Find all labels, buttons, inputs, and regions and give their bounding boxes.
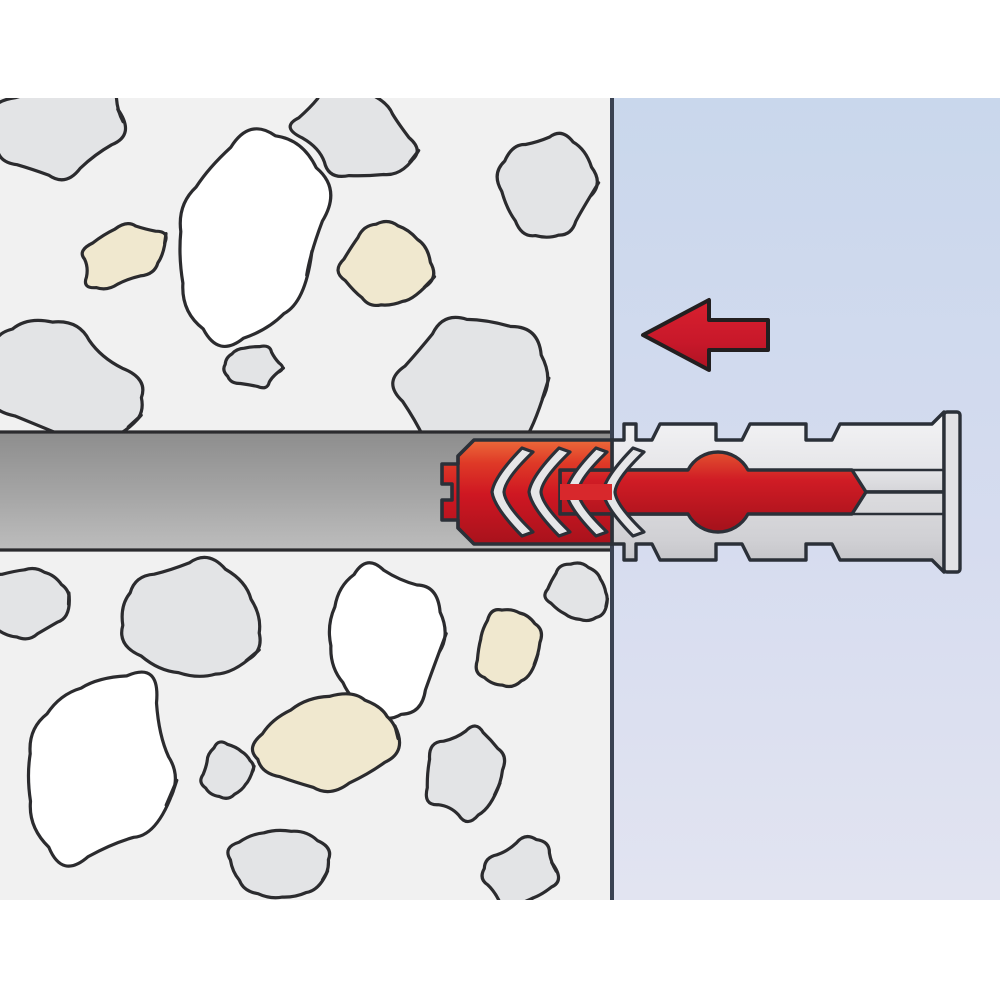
aggregate-stone (543, 561, 609, 623)
aggregate-stone (178, 127, 333, 348)
aggregate-stone (80, 222, 168, 291)
aggregate-stone (495, 131, 601, 239)
insertion-direction-arrow (641, 298, 770, 372)
aggregate-stone (474, 608, 544, 689)
collar-flange (942, 410, 962, 574)
aggregate-stone (26, 670, 179, 868)
aggregate-stone (0, 566, 71, 641)
aggregate-stone (226, 828, 332, 900)
aggregate-stone (424, 724, 507, 824)
gray-sleeve-bottom-half (610, 490, 946, 574)
chevron-barb-icon (490, 446, 535, 538)
core-neck-joint (560, 484, 612, 500)
expansion-nose-outline (456, 438, 476, 546)
aggregate-stone (199, 740, 256, 800)
aggregate-stone-group (0, 98, 609, 900)
aggregate-stone (288, 98, 421, 178)
aggregate-stone (336, 219, 437, 308)
chevron-barb-icon (527, 446, 572, 538)
aggregate-stone (327, 561, 448, 721)
aggregate-stone (480, 834, 561, 900)
red-core-rod (558, 450, 868, 534)
aggregate-stone (120, 555, 262, 678)
scene-band (0, 98, 1000, 900)
aggregate-stone (0, 98, 127, 182)
aggregate-stone (222, 344, 285, 390)
aggregate-stone (250, 692, 402, 794)
anchor-assembly (440, 410, 962, 574)
